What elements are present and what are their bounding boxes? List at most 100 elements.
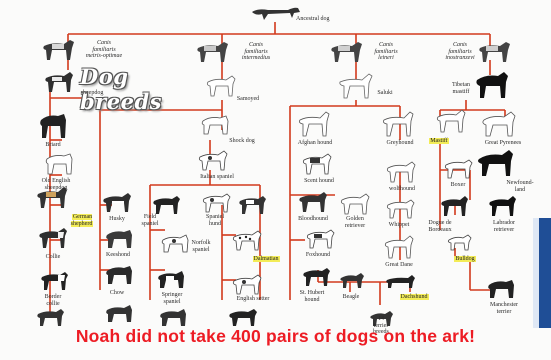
label-manchester: Manchester terrier bbox=[482, 302, 526, 315]
label-italian-spaniel: Italian spaniel bbox=[190, 174, 244, 181]
dog-illustration-dogue bbox=[438, 192, 470, 218]
dog-illustration-beagle bbox=[338, 270, 366, 290]
dog-illustration-bulldog bbox=[446, 232, 472, 252]
slide-edge-panel bbox=[539, 218, 551, 328]
dog-illustration-samoyed bbox=[204, 72, 240, 98]
highlight-bulldog: Bulldog bbox=[454, 256, 475, 262]
label-collie: Collie bbox=[38, 254, 68, 261]
label-golden: Golden retriever bbox=[338, 216, 372, 229]
dog-illustration-greyhound bbox=[380, 108, 416, 138]
dog-illustration-border-collie bbox=[38, 268, 70, 292]
label-st-hubert: St. Hubert hound bbox=[292, 290, 332, 303]
dog-illustration-leineri bbox=[326, 36, 368, 64]
label-chow: Chow bbox=[104, 290, 130, 297]
label-bloodhound: Bloodhound bbox=[290, 216, 336, 223]
label-dachshund: Dachshund bbox=[392, 294, 436, 301]
label-dogue: Dogue de Bordeaux bbox=[420, 220, 460, 233]
dog-illustration-newfoundland bbox=[476, 146, 516, 178]
label-wolfhound: wolfhound bbox=[384, 186, 420, 193]
label-field-spaniel: Field spaniel bbox=[136, 214, 164, 227]
dog-illustration-extra-3 bbox=[158, 306, 188, 328]
label-whippet: Whippet bbox=[382, 222, 416, 229]
dog-illustration-old-english bbox=[44, 150, 74, 176]
highlight-dachshund: Dachshund bbox=[400, 294, 429, 300]
dog-illustration-bloodhound bbox=[296, 188, 330, 214]
dog-illustration-springer bbox=[156, 268, 186, 290]
dog-illustration-labrador bbox=[486, 192, 518, 218]
label-spaniel: Spaniel hund bbox=[200, 214, 230, 227]
label-briard: Briard bbox=[38, 142, 68, 149]
dog-illustration-italian-spaniel bbox=[196, 148, 230, 172]
highlight-dalmatian: Dalmatian bbox=[253, 256, 280, 262]
label-metris: Canis familiaris metris-optimae bbox=[80, 40, 128, 60]
label-bulldog: Bulldog bbox=[448, 256, 482, 263]
dog-illustration-ancestral bbox=[248, 4, 302, 22]
dog-illustration-dachshund bbox=[384, 274, 416, 290]
dog-illustration-husky bbox=[100, 190, 134, 214]
label-labrador: Labrador retriever bbox=[484, 220, 524, 233]
label-ancestral: Ancestral dog bbox=[296, 16, 346, 23]
label-boxer: Boxer bbox=[444, 182, 472, 189]
dog-illustration-afghan bbox=[296, 108, 332, 138]
label-keeshond: Keeshond bbox=[100, 252, 136, 259]
label-sheepdog: sheepdog bbox=[72, 90, 112, 97]
label-german-shepherd: German shepherd bbox=[62, 214, 102, 227]
label-great-dane: Great Dane bbox=[378, 262, 420, 269]
label-norfolk: Norfolk spaniel bbox=[186, 240, 216, 253]
label-shock-dog: Shock dog bbox=[222, 138, 262, 145]
label-tibetan-mastiff: Tibetan mastiff bbox=[444, 82, 478, 95]
dog-illustration-scent-hound bbox=[300, 150, 334, 176]
dog-illustration-briard bbox=[38, 110, 68, 140]
label-border-collie: Border collie bbox=[38, 294, 68, 307]
label-scent-hound: Scent hound bbox=[294, 178, 344, 185]
highlight-german-shepherd: German shepherd bbox=[71, 214, 94, 227]
label-foxhound: Foxhound bbox=[300, 252, 336, 259]
dog-illustration-intermedius bbox=[192, 36, 234, 64]
dog-illustration-spaniel bbox=[200, 190, 232, 214]
dog-illustration-tibetan-mastiff bbox=[474, 68, 510, 100]
label-old-english: Old English sheepdog bbox=[34, 178, 78, 191]
label-newfoundland: Newfound- land bbox=[500, 180, 540, 193]
dog-illustration-foxhound bbox=[304, 226, 336, 250]
label-intermedius: Canis familiaris intermedius bbox=[232, 42, 280, 62]
caption-text: Noah did not take 400 pairs of dogs on t… bbox=[0, 326, 551, 347]
dog-illustration-spaniel-2 bbox=[236, 192, 268, 216]
dog-illustration-st-hubert bbox=[300, 264, 332, 288]
label-saluki: Saluki bbox=[370, 90, 400, 97]
label-leineri: Canis familiaris leineri bbox=[366, 42, 406, 62]
diagram-title: Dog breeds bbox=[80, 64, 200, 114]
label-beagle: Beagle bbox=[338, 294, 364, 301]
dog-illustration-chow bbox=[104, 262, 134, 286]
dog-illustration-golden bbox=[338, 190, 372, 216]
dog-illustration-shock-dog bbox=[200, 112, 230, 136]
dog-illustration-great-pyrenees bbox=[480, 108, 518, 138]
dog-illustration-keeshond bbox=[104, 226, 134, 250]
label-inostranzevi: Canis familiaris inostranzevi bbox=[436, 42, 484, 62]
dog-illustration-mastiff bbox=[434, 106, 468, 134]
dog-illustration-collie bbox=[36, 224, 70, 250]
dog-illustration-extra-4 bbox=[226, 306, 260, 328]
dog-illustration-manchester bbox=[486, 276, 516, 300]
label-husky: Husky bbox=[104, 216, 130, 223]
label-english-setter: English setter bbox=[228, 296, 278, 303]
dog-illustration-boxer bbox=[442, 156, 474, 180]
dog-illustration-english-setter bbox=[230, 272, 264, 296]
label-greyhound: Greyhound bbox=[380, 140, 420, 147]
label-great-pyrenees: Great Pyrenees bbox=[478, 140, 528, 147]
dog-illustration-whippet bbox=[384, 196, 416, 220]
dog-illustration-sheepdog bbox=[42, 68, 76, 94]
dog-illustration-dalmatian bbox=[230, 228, 264, 252]
label-dalmatian: Dalmatian bbox=[246, 256, 286, 263]
dog-illustration-extra-2 bbox=[104, 302, 134, 324]
dog-illustration-extra-1 bbox=[34, 306, 66, 328]
dog-illustration-metris bbox=[38, 34, 80, 62]
dog-illustration-great-dane bbox=[382, 232, 416, 260]
dog-illustration-wolfhound bbox=[384, 158, 418, 184]
label-springer: Springer spaniel bbox=[156, 292, 188, 305]
label-mastiff: Mastiff bbox=[424, 138, 454, 145]
label-samoyed: Samoyed bbox=[228, 96, 268, 103]
highlight-mastiff: Mastiff bbox=[429, 138, 449, 144]
label-afghan: Afghan hound bbox=[290, 140, 340, 147]
dog-illustration-field-spaniel bbox=[150, 192, 182, 216]
